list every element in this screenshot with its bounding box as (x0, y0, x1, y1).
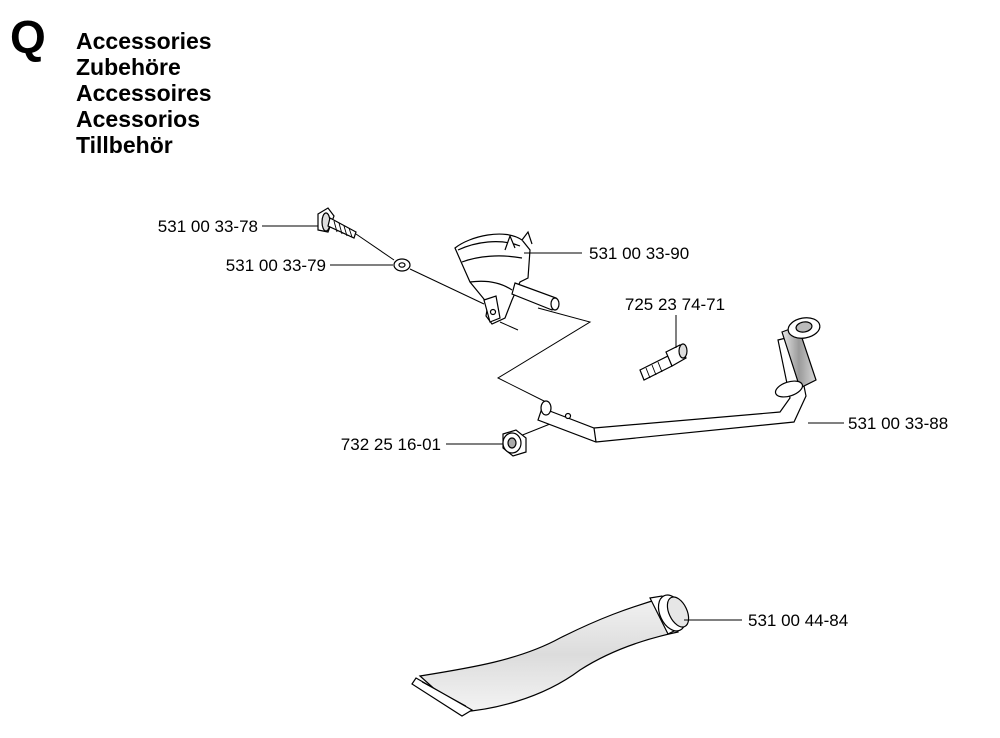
part-label-732-25-16-01: 732 25 16-01 (341, 435, 441, 454)
title-spanish: Acessorios (76, 106, 201, 132)
title-english: Accessories (76, 28, 212, 54)
bolt-part (639, 343, 688, 381)
title-french: Accessoires (76, 80, 212, 106)
wing-bolt-part (317, 207, 357, 239)
title-block: Accessories Zubehöre Accessoires Acessor… (76, 28, 212, 158)
washer-part (393, 258, 411, 272)
section-letter: Q (10, 11, 46, 63)
title-swedish: Tillbehör (76, 132, 173, 158)
part-label-725-23-74-71: 725 23 74-71 (625, 295, 725, 314)
assembly-path (355, 233, 592, 437)
title-german: Zubehöre (76, 54, 181, 80)
leader-lines (262, 225, 844, 621)
part-label-531-00-33-78: 531 00 33-78 (158, 217, 258, 236)
part-label-531-00-33-90: 531 00 33-90 (589, 244, 689, 263)
handle-part (537, 317, 821, 443)
bracket-part (454, 230, 560, 325)
nut-part (502, 429, 527, 457)
part-label-531-00-33-79: 531 00 33-79 (226, 256, 326, 275)
part-label-531-00-33-88: 531 00 33-88 (848, 414, 948, 433)
nozzle-part (411, 594, 690, 717)
part-label-531-00-44-84: 531 00 44-84 (748, 611, 848, 630)
